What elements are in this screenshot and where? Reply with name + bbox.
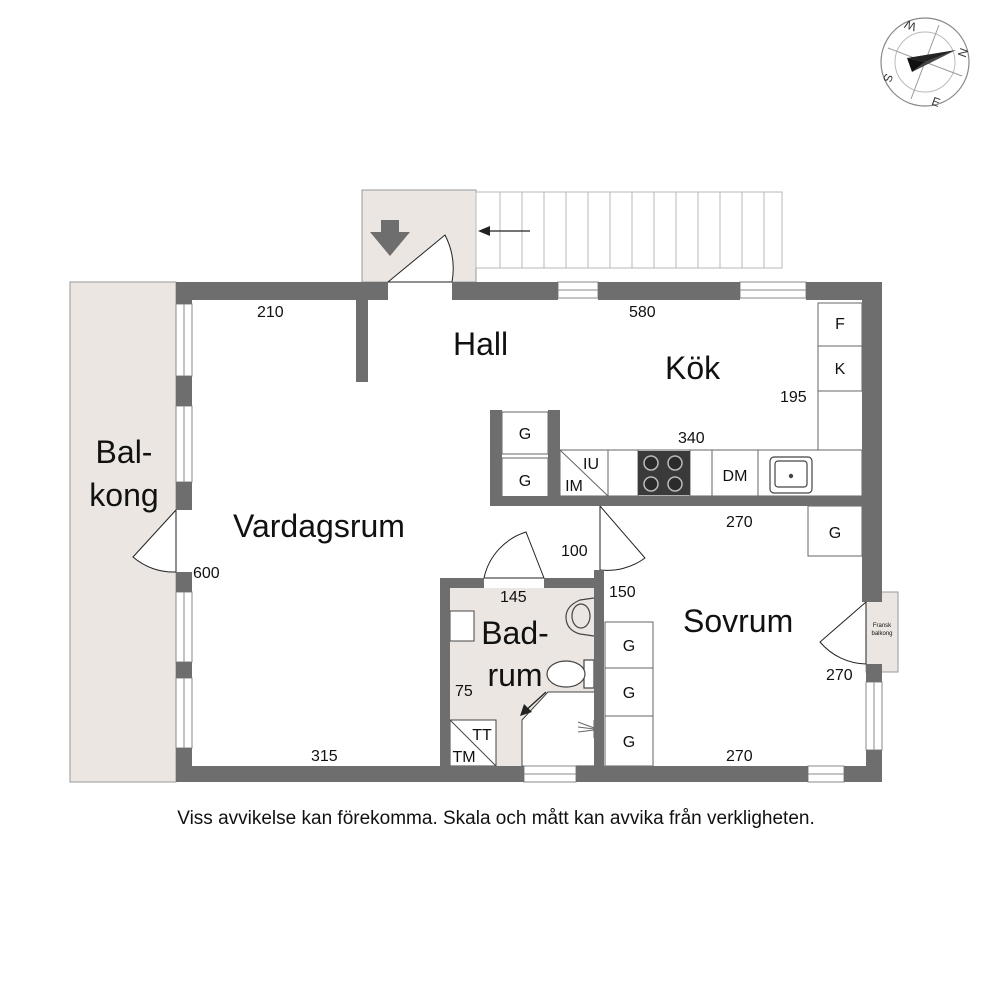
dimension-label: 340 [678, 430, 705, 447]
dryer-label: TT [472, 727, 492, 744]
compass-icon [880, 17, 970, 107]
washbasin-icon [565, 597, 595, 637]
toilet-icon [546, 659, 595, 689]
wardrobe-label: G [519, 426, 531, 443]
dimension-label: 270 [726, 514, 753, 531]
dimension-label: 580 [629, 304, 656, 321]
dimension-label: 315 [311, 748, 338, 765]
room-label-hall: Hall [453, 326, 508, 362]
dimension-label: 195 [780, 389, 807, 406]
washer-label: TM [452, 749, 475, 766]
entrance-arrow-icon [370, 220, 410, 256]
staircase [475, 191, 783, 269]
dimension-label: 145 [500, 589, 527, 606]
dimension-label: 270 [826, 667, 853, 684]
wardrobe-label: G [623, 734, 635, 751]
dimension-label: 150 [609, 584, 636, 601]
room-label-vardagsrum: Vardagsrum [233, 508, 405, 544]
dimension-label: 600 [193, 565, 220, 582]
sink-icon [769, 456, 813, 494]
fridge-label: F [835, 316, 845, 333]
kitchen-counter [559, 302, 863, 497]
dishwasher-label: DM [723, 468, 748, 485]
room-label-kok: Kök [665, 350, 721, 386]
wardrobe-label: G [623, 685, 635, 702]
room-label-sovrum: Sovrum [683, 603, 793, 639]
stair-direction-arrow [478, 226, 530, 236]
stove-icon [638, 451, 690, 495]
room-label-balkong-2: kong [89, 477, 158, 513]
walls [176, 282, 882, 782]
dimension-label: 75 [455, 683, 473, 700]
room-label-badrum-2: rum [487, 657, 542, 693]
hall-wardrobes [501, 411, 549, 501]
dimension-label: 270 [726, 748, 753, 765]
bathroom-fixtures [449, 610, 598, 767]
room-label-fransk-2: balkong [871, 631, 892, 637]
dimension-label: 100 [561, 543, 588, 560]
wardrobe-label: G [519, 473, 531, 490]
compass-w: W [902, 17, 918, 34]
room-label-fransk-1: Fransk [873, 623, 892, 629]
room-label-balkong-1: Bal- [96, 434, 153, 470]
dimension-label: 210 [257, 304, 284, 321]
shower-drain-arrow [520, 691, 547, 716]
disclaimer-text: Viss avvikelse kan förekomma. Skala och … [177, 808, 815, 829]
room-label-badrum-1: Bad- [481, 615, 549, 651]
door-swings [132, 234, 867, 665]
windows [175, 281, 883, 783]
wardrobe-label: G [829, 525, 841, 542]
microwave-label: IM [565, 478, 583, 495]
freezer-label: K [835, 361, 846, 378]
oven-label: IU [583, 456, 599, 473]
bedroom-wardrobes [604, 505, 863, 767]
wardrobe-label: G [623, 638, 635, 655]
